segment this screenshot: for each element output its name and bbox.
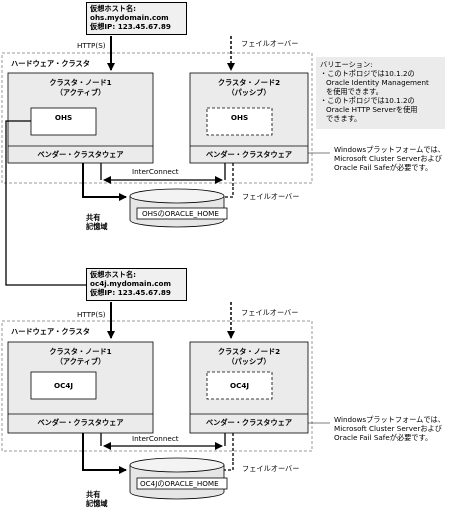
- variation-note-line5: Oracle HTTP Serverを使用: [326, 105, 418, 114]
- oc4j-https-label: HTTP(S): [77, 310, 106, 319]
- oc4j-node2-clusterware: ベンダー・クラスタウェア: [205, 418, 293, 427]
- ohs-node1-component-box: [30, 107, 97, 136]
- ohs-windows-note: Windowsプラットフォームでは、 Microsoft Cluster Ser…: [334, 145, 445, 172]
- ohs-storage-failover-label: フェイルオーバー: [242, 192, 300, 201]
- oc4j-node1-state: （アクティブ）: [55, 357, 106, 366]
- oc4j-shared-storage-line1: 共有: [86, 490, 101, 499]
- oc4j-virtual-host-ip: 仮想IP: 123.45.67.89: [90, 288, 171, 297]
- ohs-virtual-host-title: 仮想ホスト名:: [90, 4, 136, 13]
- ohs-node2-state: （パッシブ）: [227, 88, 271, 97]
- ohs-shared-storage-label: 共有 記憶域: [86, 213, 108, 231]
- ohs-node2-component: OHS: [230, 113, 249, 122]
- ohs-virtual-host-box: 仮想ホスト名: ohs.mydomain.com 仮想IP: 123.45.67…: [86, 2, 187, 35]
- ohs-node2-clusterware: ベンダー・クラスタウェア: [205, 150, 293, 159]
- variation-note-line3: を使用できます。: [326, 87, 383, 96]
- variation-note-line6: できます。: [326, 114, 362, 123]
- oc4j-shared-storage-cylinder: [129, 457, 228, 500]
- ohs-https-label: HTTP(S): [77, 41, 106, 50]
- ohs-shared-storage-line1: 共有: [86, 213, 101, 222]
- oc4j-oracle-home: OC4JのORACLE_HOME: [140, 479, 219, 488]
- ohs-node1-title: クラスタ・ノード1: [49, 78, 112, 87]
- ohs-node1-state: （アクティブ）: [55, 88, 106, 97]
- oc4j-cluster-section: [1, 302, 330, 500]
- ohs-windows-note-line1: Windowsプラットフォームでは、: [334, 145, 445, 154]
- ohs-shared-storage-line2: 記憶域: [86, 222, 108, 231]
- ohs-hardware-cluster-label: ハードウェア・クラスタ: [11, 59, 90, 68]
- ohs-windows-note-line3: Oracle Fail Safeが必要です。: [334, 163, 433, 172]
- oc4j-storage-path: [82, 433, 127, 474]
- variation-note-line2: Oracle Identity Management: [326, 78, 429, 87]
- variation-note-line1: ・このトポロジでは10.1.2の: [320, 69, 415, 78]
- oc4j-node1-title: クラスタ・ノード1: [49, 347, 112, 356]
- oc4j-node2-component: OC4J: [229, 381, 250, 390]
- oc4j-node2-state: （パッシブ）: [227, 357, 271, 366]
- ohs-oracle-home: OHSのORACLE_HOME: [142, 209, 219, 218]
- ohs-hardware-cluster-boundary: [1, 52, 313, 184]
- ohs-node2-component-box: [206, 107, 273, 136]
- ohs-virtual-host-ip: 仮想IP: 123.45.67.89: [90, 22, 171, 31]
- oc4j-shared-storage-label: 共有 記憶域: [86, 490, 108, 508]
- oc4j-virtual-host-hostname: oc4j.mydomain.com: [90, 279, 171, 288]
- oc4j-windows-note: Windowsプラットフォームでは、 Microsoft Cluster Ser…: [334, 415, 445, 442]
- oc4j-hardware-cluster-label: ハードウェア・クラスタ: [11, 327, 90, 336]
- oc4j-virtual-host-box: 仮想ホスト名: oc4j.mydomain.com 仮想IP: 123.45.6…: [86, 268, 187, 301]
- ohs-node1-clusterware: ベンダー・クラスタウェア: [37, 150, 124, 159]
- oc4j-windows-note-line2: Microsoft Cluster Serverおよび: [334, 424, 442, 433]
- oc4j-shared-storage-line2: 記憶域: [86, 499, 108, 508]
- oc4j-virtual-host-title: 仮想ホスト名:: [90, 270, 136, 279]
- ohs-storage-path: [82, 163, 127, 201]
- oc4j-node1-component-box: [30, 371, 97, 400]
- ohs-shared-storage-cylinder: [129, 188, 228, 228]
- oc4j-hardware-cluster-boundary: [1, 320, 313, 452]
- ohs-virtual-host-hostname: ohs.mydomain.com: [90, 13, 169, 22]
- oc4j-failover-label: フェイルオーバー: [241, 308, 299, 317]
- oc4j-node1-component: OC4J: [53, 381, 74, 390]
- variation-note: バリエーション: ・このトポロジでは10.1.2の Oracle Identit…: [316, 57, 445, 129]
- ohs-storage-failover-path: [197, 187, 234, 201]
- ohs-windows-note-line2: Microsoft Cluster Serverおよび: [334, 154, 442, 163]
- oc4j-windows-note-line3: Oracle Fail Safeが必要です。: [334, 433, 433, 442]
- oc4j-windows-note-line1: Windowsプラットフォームでは、: [334, 415, 445, 424]
- oc4j-interconnect-label: InterConnect: [132, 434, 179, 443]
- variation-note-title: バリエーション:: [320, 60, 373, 69]
- variation-note-line4: ・このトポロジでは10.1.2の: [320, 96, 415, 105]
- ohs-interconnect-label: InterConnect: [132, 167, 179, 176]
- ohs-to-oc4j-connector: [5, 120, 90, 286]
- oc4j-node2-component-box: [206, 371, 273, 400]
- oc4j-node2-title: クラスタ・ノード2: [217, 347, 281, 356]
- oc4j-storage-failover-label: フェイルオーバー: [242, 464, 300, 473]
- oc4j-node1-clusterware: ベンダー・クラスタウェア: [37, 418, 124, 427]
- ohs-node1-component: OHS: [54, 113, 73, 122]
- ohs-failover-label: フェイルオーバー: [241, 39, 299, 48]
- ohs-node2-title: クラスタ・ノード2: [217, 78, 281, 87]
